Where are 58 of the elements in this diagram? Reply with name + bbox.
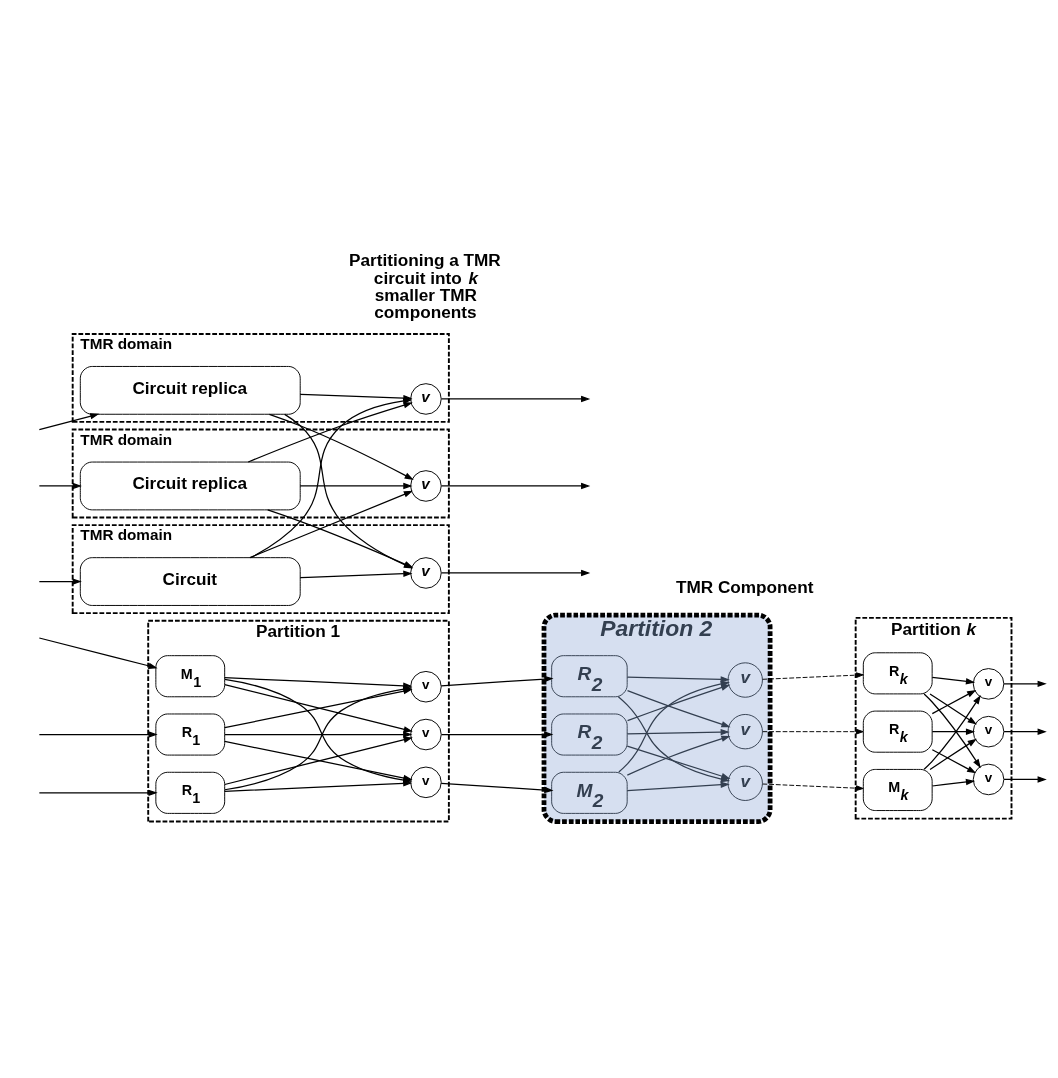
arrow (931, 727, 976, 735)
arrow (268, 413, 414, 480)
arrow (38, 789, 158, 796)
arrow (38, 482, 82, 489)
arrow (299, 482, 413, 489)
arrow (626, 689, 731, 727)
label: Partitioning a TMR circuit into k smaller TMR components (348, 249, 501, 322)
node-circle: v (972, 667, 1005, 700)
node-box: Circuit (79, 556, 301, 606)
arrow (626, 781, 730, 791)
arrow (931, 689, 977, 714)
node-circle: v (727, 713, 763, 749)
node-box: Circuit replica (79, 461, 301, 510)
node-circle: v (410, 469, 442, 502)
arrow (440, 782, 554, 793)
label: TMR Component (675, 576, 814, 597)
arrow (931, 778, 976, 787)
arrow (440, 482, 591, 489)
arrow (247, 401, 413, 463)
arrow (931, 748, 977, 773)
node-circle: v (972, 715, 1005, 747)
arrow (38, 577, 82, 585)
arrow (626, 745, 731, 779)
arrow (440, 730, 554, 738)
arrow (440, 395, 591, 402)
arrow (626, 675, 730, 683)
node-circle: v (727, 765, 763, 801)
arrow (224, 730, 413, 738)
arrow (1003, 680, 1047, 687)
node-circle: v (410, 556, 442, 589)
arrow (762, 671, 864, 680)
node-circle: v (410, 766, 442, 798)
arrow (931, 676, 976, 684)
arrow (284, 413, 414, 568)
node-box: Circuit replica (79, 365, 301, 415)
arrow (299, 393, 413, 401)
arrow (1003, 727, 1047, 735)
arrow (38, 636, 158, 669)
node-circle: v (410, 382, 442, 415)
arrow (38, 730, 158, 738)
arrow (626, 735, 731, 776)
arrow (299, 570, 413, 578)
arrow (38, 412, 100, 430)
node-circle: v (410, 670, 442, 702)
arrow (762, 783, 864, 791)
arrow (762, 728, 864, 734)
arrow (440, 675, 554, 686)
arrow (626, 684, 731, 721)
arrow (440, 569, 591, 576)
arrow (929, 738, 977, 770)
node-circle: v (410, 718, 442, 750)
arrow (224, 779, 413, 792)
arrow (929, 692, 977, 725)
node-circle: v (727, 661, 763, 698)
arrow (249, 490, 413, 558)
arrow (1003, 775, 1047, 783)
arrow (626, 728, 730, 735)
node-circle: v (972, 763, 1005, 795)
